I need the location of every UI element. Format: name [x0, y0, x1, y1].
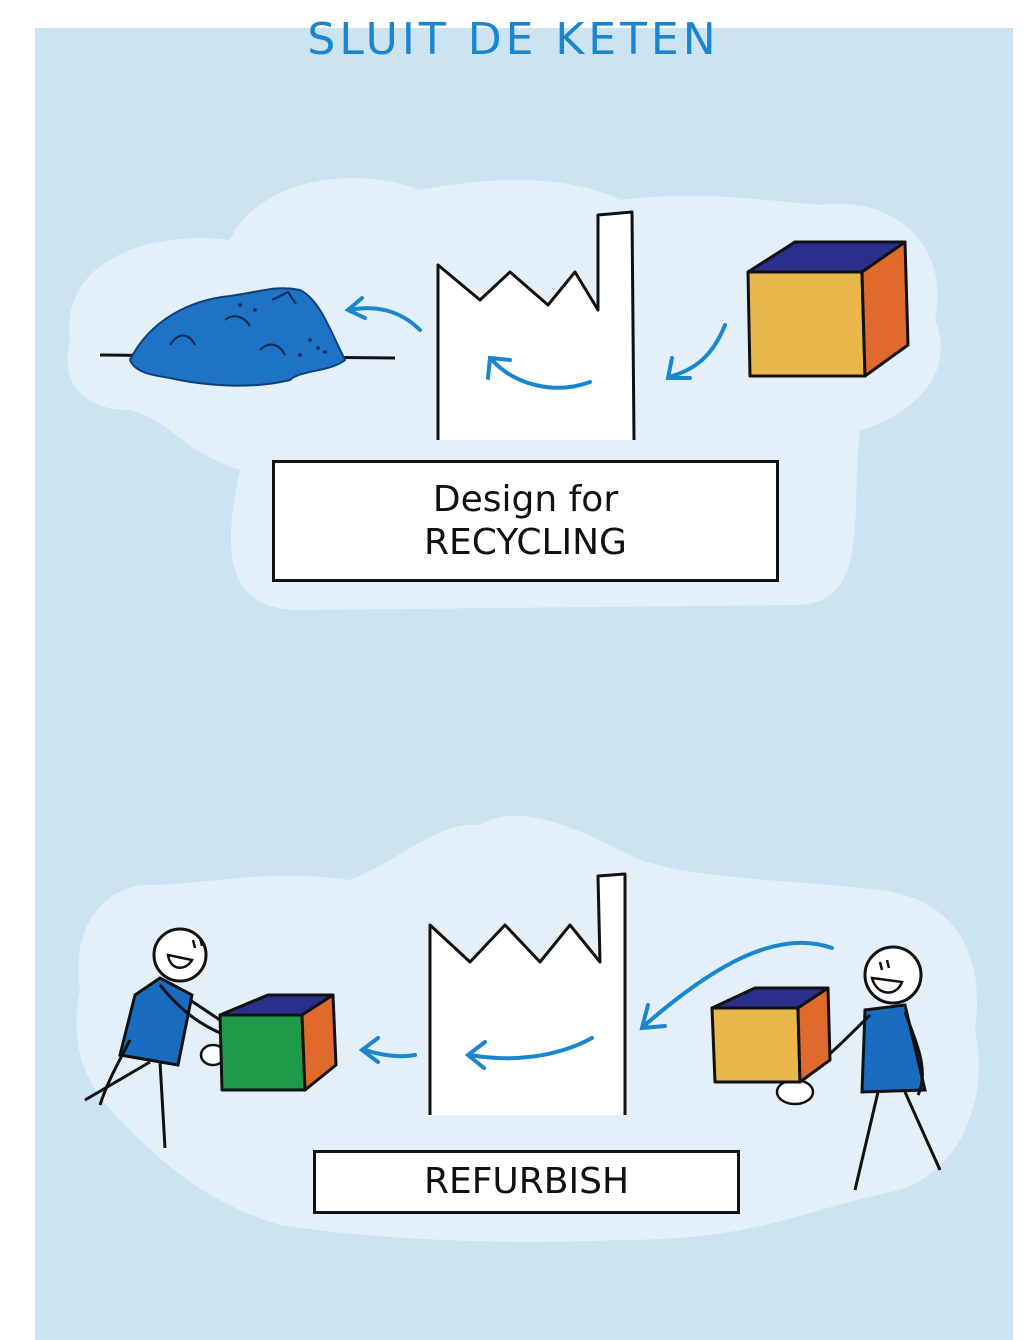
refurbished-box-icon — [220, 995, 336, 1090]
label-line-1: REFURBISH — [424, 1160, 629, 1203]
label-line-1: Design for — [433, 478, 618, 521]
label-line-2: RECYCLING — [424, 521, 627, 564]
product-box-icon — [712, 988, 830, 1082]
refurbish-label: REFURBISH — [313, 1150, 740, 1214]
product-box-icon — [748, 242, 908, 376]
design-for-recycling-label: Design for RECYCLING — [272, 460, 779, 582]
